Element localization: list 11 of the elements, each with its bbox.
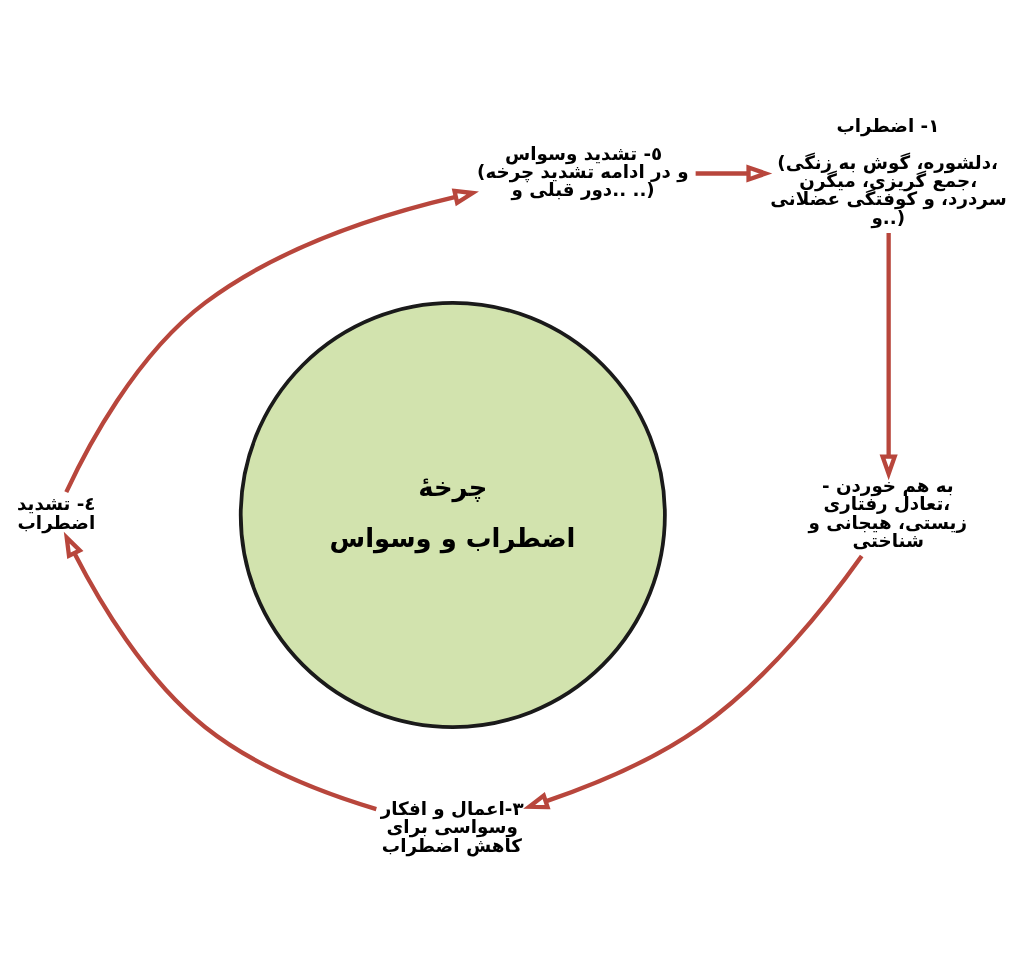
arrow (63, 531, 377, 812)
node-text: ٣-اعمال و افکار وسواسی برای کاهش اضطراب (380, 798, 524, 856)
arrow (879, 232, 898, 481)
node-text: ١- اضطراب (دلشوره، گوش به زنگی، جمع گریزی، میگرن، سردرد، و کوفتگی عضلانی و..) (770, 115, 1007, 228)
node-text: - به هم خوردن تعادل رفتاری، زیستی، هیجانی و شناختی (808, 474, 968, 551)
arrow (523, 554, 864, 810)
node-circle: چرخهٔ اضطراب و وسواس (238, 301, 667, 729)
arrow (64, 188, 479, 494)
arrow (695, 164, 773, 183)
node-text: ٤- تشدید اضطراب (16, 493, 96, 533)
node-text: ٥- تشدید وسواس (و در ادامه تشدید چرخه دور قبلی و.. ..) (477, 142, 689, 201)
